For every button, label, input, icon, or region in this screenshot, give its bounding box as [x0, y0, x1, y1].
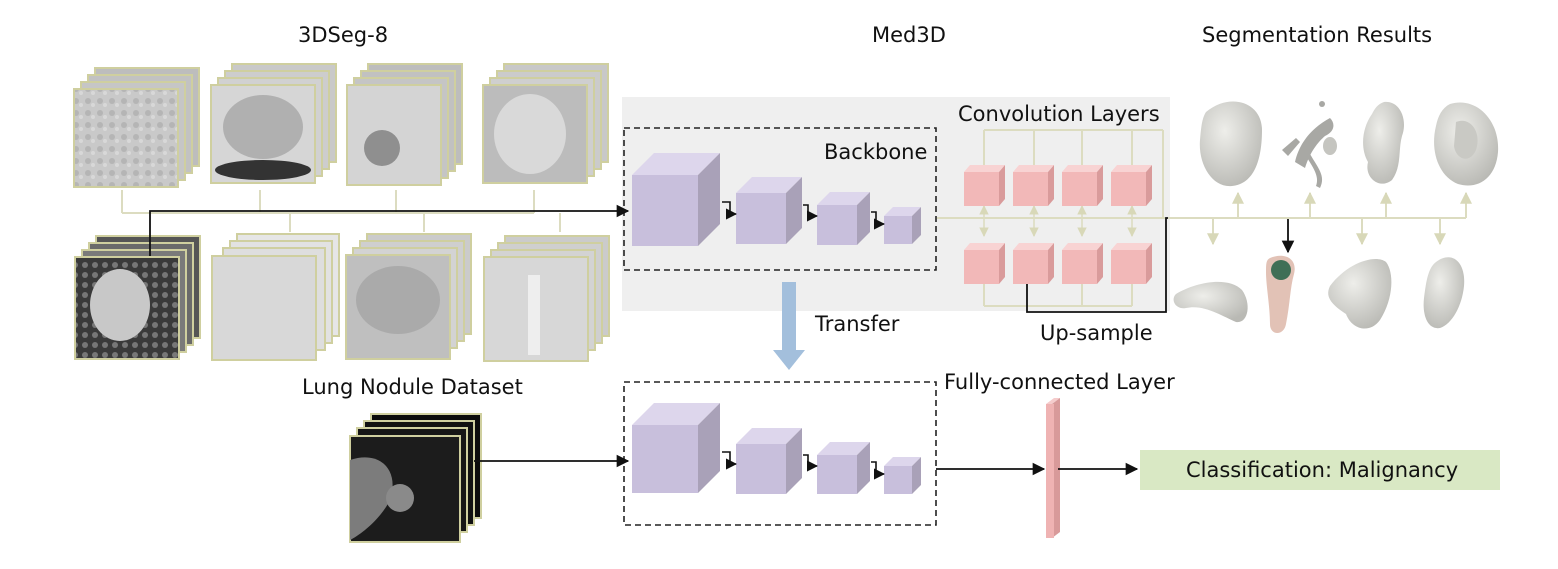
organ-mesh-icon: [1199, 101, 1262, 187]
classification-box: [1140, 450, 1500, 490]
organ-mesh-icon: [1266, 255, 1295, 333]
seg-connectors: [1168, 191, 1472, 246]
organ-mesh-results: [1173, 101, 1499, 333]
scan-stack-pancreas: [345, 233, 472, 360]
conv-block: [1062, 243, 1103, 284]
transfer-arrow: [773, 282, 805, 370]
scan-stack-pelvis: [73, 67, 200, 188]
lung-dataset-title: Lung Nodule Dataset: [302, 375, 523, 399]
upsample-label: Up-sample: [1040, 321, 1153, 345]
transfer-label: Transfer: [815, 312, 900, 336]
transfer-cube-2: [736, 428, 802, 494]
scan-stack-heart: [346, 63, 463, 186]
transfer-cube-3: [817, 442, 870, 494]
classification-label: Classification: Malignancy: [1186, 458, 1459, 482]
segmentation-title: Segmentation Results: [1202, 23, 1433, 47]
backbone-cube-1: [632, 153, 720, 246]
conv-block: [1111, 243, 1152, 284]
dataset-title: 3DSeg-8: [298, 23, 389, 47]
dataset-connector: [121, 190, 561, 232]
conv-vertical-arrows: [979, 205, 1137, 237]
upsample-arrow: [1026, 217, 1295, 313]
organ-mesh-icon: [1363, 101, 1404, 184]
conv-block: [1013, 243, 1054, 284]
conv-block: [964, 165, 1005, 206]
scan-stack-brain: [482, 63, 609, 184]
transfer-cube-4: [884, 457, 921, 494]
backbone-cube-3: [817, 192, 870, 245]
transfer-backbone-cubes: [632, 403, 921, 494]
scan-stack-spleen: [74, 235, 201, 360]
fc-layer-label: Fully-connected Layer: [944, 370, 1175, 394]
conv-layers-label: Convolution Layers: [958, 102, 1160, 126]
fc-layer-bar: [1046, 398, 1060, 538]
conv-block: [1062, 165, 1103, 206]
conv-block: [964, 243, 1005, 284]
conv-block: [1111, 165, 1152, 206]
transfer-backbone-box: [623, 381, 937, 526]
organ-mesh-icon: [1173, 281, 1248, 323]
conv-connectors: [937, 129, 1165, 307]
backbone-cube-4: [884, 207, 921, 244]
input-arrow: [149, 204, 630, 256]
backbone-cubes: [632, 153, 921, 246]
backbone-cube-2: [736, 177, 802, 244]
organ-mesh-icon: [1282, 101, 1337, 188]
backbone-box: [623, 127, 937, 271]
organ-mesh-icon: [1423, 257, 1465, 329]
scan-stack-hippocampus: [211, 233, 340, 361]
conv-block: [1013, 165, 1054, 206]
lung-nodule-stack: [349, 413, 482, 543]
transfer-cube-1: [632, 403, 720, 493]
scan-stack-kidney: [483, 235, 610, 362]
backbone-label: Backbone: [824, 140, 928, 164]
conv-blocks: [964, 165, 1152, 284]
scan-stack-liver: [210, 63, 337, 184]
model-title: Med3D: [872, 23, 946, 47]
organ-mesh-icon: [1328, 259, 1392, 329]
